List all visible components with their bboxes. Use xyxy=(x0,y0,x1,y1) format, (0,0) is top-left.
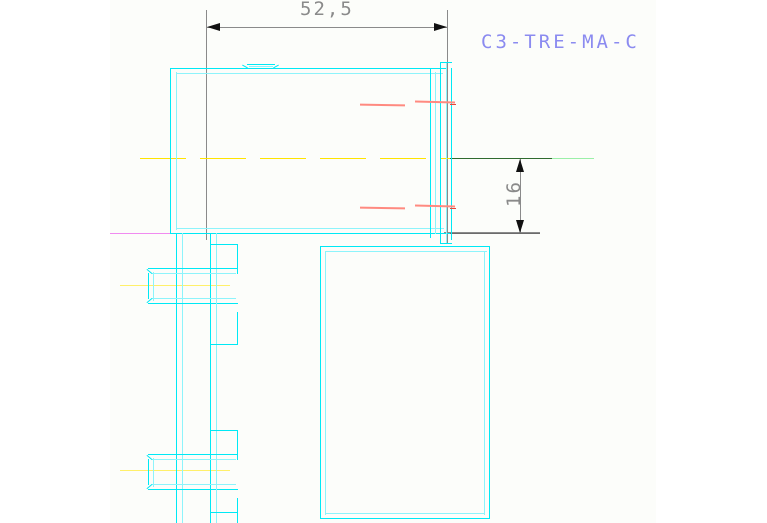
boss-upper-rib2-left-inner xyxy=(216,303,217,341)
boss-upper-rib-top xyxy=(210,244,238,245)
flange-line-2 xyxy=(435,72,436,234)
boss-upper-rib2-bottom xyxy=(210,344,238,345)
taper-line-lower-a xyxy=(359,206,406,210)
upper-body-top-edge-inner xyxy=(176,73,443,74)
top-bump-crest-inner xyxy=(249,66,273,67)
boss-upper-rib-left xyxy=(210,244,211,286)
centerline-boss-lower xyxy=(120,470,230,471)
boss-lower-bottom-in xyxy=(152,484,236,485)
upper-body-left-edge xyxy=(170,68,171,234)
taper-line-upper-a xyxy=(359,103,406,107)
boss-upper-top xyxy=(148,268,238,269)
part-label: C3-TRE-MA-C xyxy=(481,31,640,53)
upper-body-left-edge-inner xyxy=(176,72,177,230)
boss-upper-rib2-left xyxy=(210,303,211,345)
centerline-green-segment xyxy=(450,158,560,159)
upper-body-top-edge xyxy=(170,68,447,69)
boss-upper-bottom-in xyxy=(152,298,236,299)
lower-body-top-edge-inner xyxy=(325,251,487,252)
boss-lower-rib2-right xyxy=(237,498,238,523)
flange-top-cap xyxy=(440,62,452,63)
boss-lower-rib2-left-inner xyxy=(216,489,217,523)
dimension-line-vertical xyxy=(520,158,521,233)
lower-body-right-edge xyxy=(489,246,490,519)
boss-upper-face xyxy=(148,273,149,299)
flange-bottom-cap xyxy=(440,243,452,244)
boss-lower-rib2-left xyxy=(210,489,211,523)
taper-tick-lower xyxy=(450,208,456,209)
lower-body-bottom-edge xyxy=(320,518,490,519)
extension-line-left xyxy=(206,10,207,240)
boss-lower-rib2-bottom xyxy=(210,512,238,513)
dimension-line-horizontal xyxy=(206,27,447,28)
lower-body-top-edge xyxy=(320,246,490,247)
reference-line-magenta xyxy=(110,233,210,234)
boss-lower-top xyxy=(148,454,238,455)
lower-body-right-edge-inner xyxy=(484,251,485,515)
centerline-main xyxy=(140,158,450,159)
boss-upper-rib2-right xyxy=(237,312,238,344)
boss-lower-rib-left xyxy=(210,430,211,472)
upper-body-bottom-edge xyxy=(170,233,450,234)
upper-body-bottom-edge-inner xyxy=(176,228,444,229)
drawing-canvas[interactable]: 52,5 16 C3-TRE-MA-C xyxy=(110,0,656,523)
dimension-text-width: 52,5 xyxy=(300,0,354,20)
extension-line-right xyxy=(447,10,448,243)
boss-lower-bottom xyxy=(148,489,238,490)
flange-line-5 xyxy=(451,68,452,240)
flange-line-1 xyxy=(430,68,431,238)
arrowhead-up-icon xyxy=(516,159,524,172)
lower-body-left-edge xyxy=(320,246,321,519)
arrowhead-right-icon xyxy=(434,23,447,31)
top-bump-crest xyxy=(247,64,275,65)
boss-lower-rib-top xyxy=(210,430,238,431)
extension-line-bottom xyxy=(444,232,540,233)
lower-body-left-edge-inner xyxy=(325,251,326,515)
boss-lower-face-in xyxy=(153,458,154,487)
lower-body-bottom-edge-inner xyxy=(325,513,485,514)
flange-line-4 xyxy=(446,62,447,244)
flange-line-3 xyxy=(440,62,441,244)
dimension-text-height: 16 xyxy=(503,180,525,207)
boss-lower-face xyxy=(148,459,149,485)
boss-upper-bottom xyxy=(148,303,238,304)
web-column-left xyxy=(176,233,177,523)
taper-tick-upper xyxy=(450,104,456,105)
arrowhead-left-icon xyxy=(207,23,220,31)
web-column-right xyxy=(210,233,211,523)
centerline-green-tail xyxy=(552,158,594,159)
centerline-boss-upper xyxy=(120,285,230,286)
boss-upper-top-in xyxy=(152,273,236,274)
boss-lower-rib-left-inner xyxy=(216,434,217,472)
boss-upper-face-in xyxy=(153,272,154,301)
web-column-right-inner xyxy=(216,233,217,523)
boss-lower-rib-right xyxy=(237,430,238,460)
boss-upper-rib-right xyxy=(237,244,238,274)
boss-lower-top-in xyxy=(152,459,236,460)
boss-upper-rib-left-inner xyxy=(216,248,217,286)
web-column-left-inner xyxy=(182,233,183,523)
arrowhead-down-icon xyxy=(516,220,524,233)
